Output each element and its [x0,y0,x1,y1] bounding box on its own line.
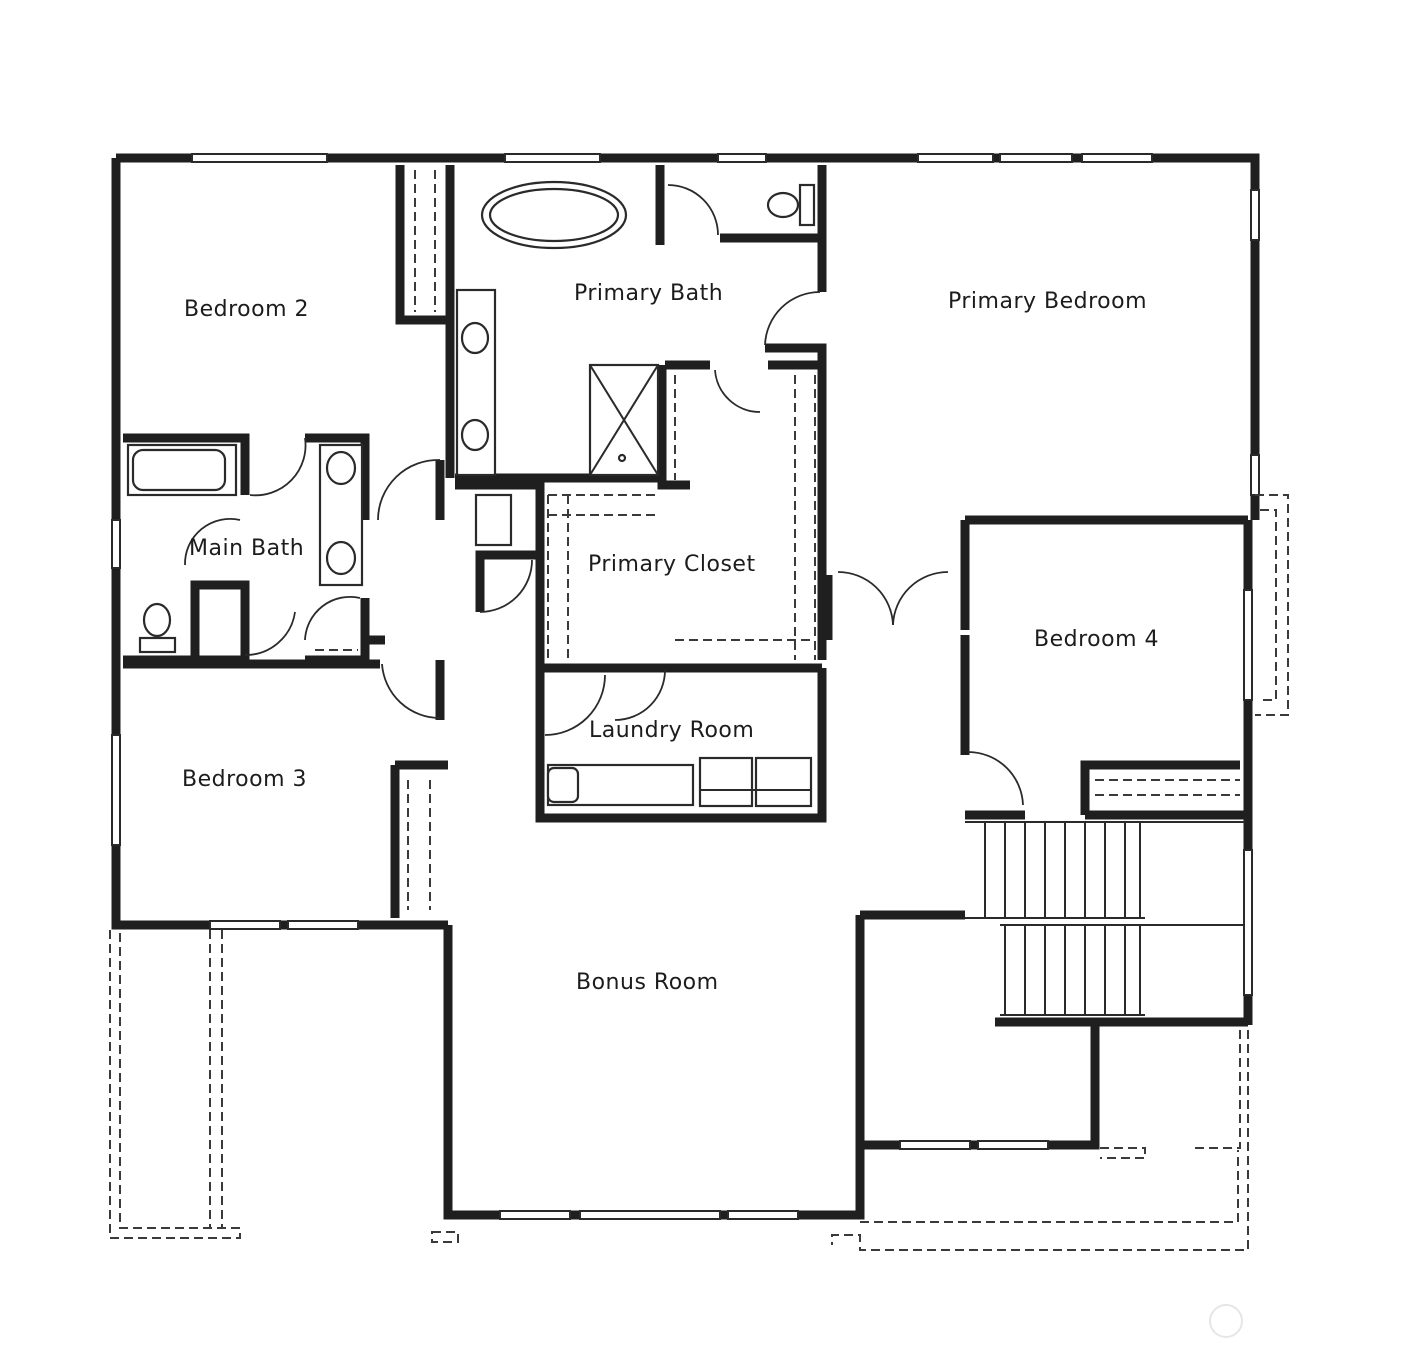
right-windows [1243,189,1260,996]
sink-icon [460,418,490,452]
sink-icon [325,450,357,486]
fixtures [126,180,816,808]
left-windows [111,519,121,846]
sink-icon [325,540,357,576]
closet-shelves [315,170,1240,910]
top-windows [191,153,1153,163]
sink-icon [460,321,490,355]
toilet-icon [138,636,177,654]
dryer-icon [754,756,813,808]
doors [184,184,1024,806]
label-primary-bath: Primary Bath [574,281,723,306]
label-bedroom-4: Bedroom 4 [1034,627,1159,652]
room-labels: Bedroom 2 Primary Bath Primary Bedroom M… [182,281,1159,995]
washer-icon [698,756,754,808]
watermark-logo [1209,1304,1243,1338]
label-primary-bedroom: Primary Bedroom [948,289,1147,314]
interior-walls [123,165,1248,1145]
label-bonus-room: Bonus Room [576,970,719,995]
label-bedroom-2: Bedroom 2 [184,297,309,322]
bottom-windows [209,920,1049,1220]
label-bedroom-3: Bedroom 3 [182,767,307,792]
toilet-icon [798,183,816,227]
stairs [965,821,1245,1016]
label-main-bath: Main Bath [189,536,304,561]
label-laundry-room: Laundry Room [589,718,754,743]
lower-level-outline [109,494,1289,1251]
label-primary-closet: Primary Closet [588,552,756,577]
